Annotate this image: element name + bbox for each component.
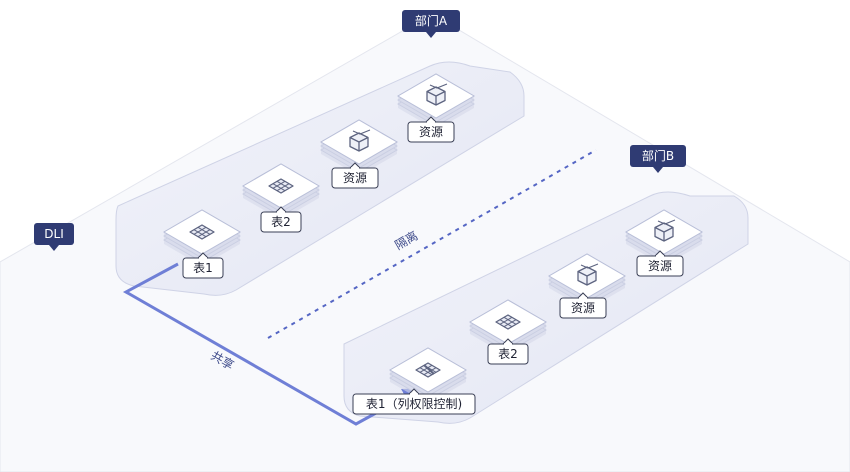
table-icon bbox=[268, 178, 294, 194]
item-label-callout: 表1 bbox=[182, 252, 224, 279]
item-label-callout-text: 表1 bbox=[193, 261, 213, 275]
item-label-callout-text: 资源 bbox=[648, 259, 672, 273]
item-label-callout-text: 资源 bbox=[571, 301, 595, 315]
item-label-callout: 资源 bbox=[407, 116, 455, 143]
cube-icon bbox=[426, 83, 448, 106]
dli-tag: DLI bbox=[34, 223, 74, 251]
item-label-callout-text: 资源 bbox=[343, 171, 367, 185]
item-label-callout: 表2 bbox=[260, 206, 302, 233]
isolation-line bbox=[267, 149, 597, 339]
department-b-tag-label: 部门B bbox=[642, 148, 674, 163]
department-a-item-table: 表1 bbox=[163, 209, 241, 279]
table-icon bbox=[189, 224, 215, 240]
department-a-item-resource: 资源 bbox=[320, 119, 398, 189]
dli-tag-label: DLI bbox=[44, 227, 63, 241]
item-label-callout: 表1（列权限控制) bbox=[352, 388, 476, 415]
item-label-callout-text: 资源 bbox=[419, 125, 443, 139]
department-b-item-resource: 资源 bbox=[625, 209, 703, 277]
department-b-tag: 部门B bbox=[630, 145, 686, 173]
item-label-callout: 资源 bbox=[331, 162, 379, 189]
item-label-callout: 资源 bbox=[636, 250, 684, 277]
department-a-item-resource: 资源 bbox=[397, 73, 475, 143]
department-a-tag-label: 部门A bbox=[415, 13, 448, 28]
cube-icon bbox=[577, 263, 599, 286]
cube-icon bbox=[654, 219, 676, 242]
item-label-callout-text: 表2 bbox=[271, 215, 291, 229]
department-b-item-table-restricted: 表1（列权限控制) bbox=[352, 347, 476, 415]
restricted-table-icon bbox=[415, 362, 441, 378]
item-label-callout: 资源 bbox=[559, 292, 607, 319]
item-label-callout: 表2 bbox=[487, 338, 529, 365]
department-b-item-resource: 资源 bbox=[548, 253, 626, 319]
department-b-item-table: 表2 bbox=[469, 299, 547, 365]
department-a-item-table: 表2 bbox=[242, 163, 320, 233]
table-icon bbox=[495, 314, 521, 330]
item-label-callout-text: 表2 bbox=[498, 347, 518, 361]
item-label-callout-text: 表1（列权限控制) bbox=[366, 397, 462, 411]
department-a-tag: 部门A bbox=[402, 10, 460, 38]
cube-icon bbox=[349, 129, 371, 152]
dli-platform bbox=[0, 13, 850, 472]
